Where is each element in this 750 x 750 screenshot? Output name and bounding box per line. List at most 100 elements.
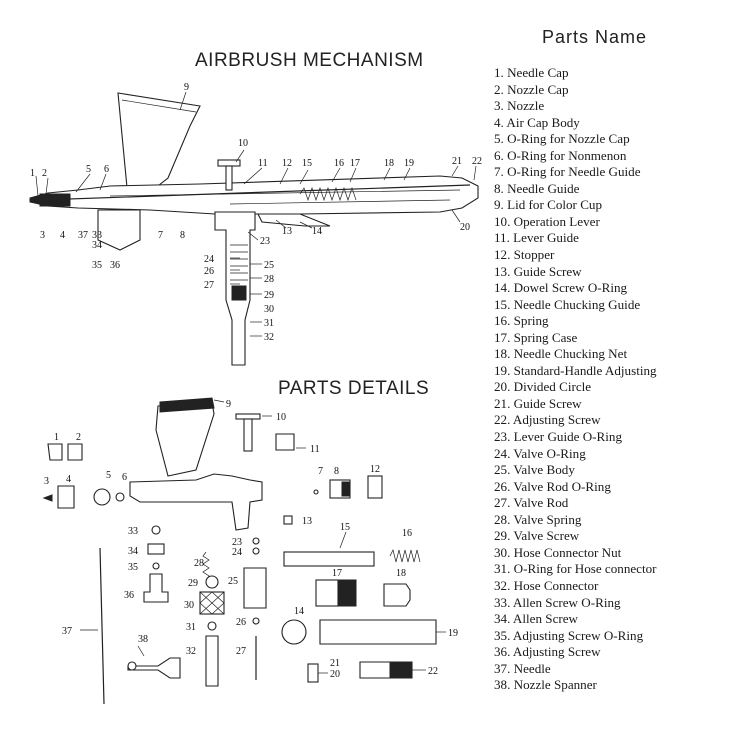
mechanism-title: AIRBRUSH MECHANISM <box>195 50 424 71</box>
detail-hose-connector <box>205 635 219 687</box>
detail-callout-20: 20 <box>330 669 340 680</box>
detail-air-cap-body <box>57 485 75 509</box>
detail-lever-guide <box>275 433 295 451</box>
callout-21: 21 <box>452 156 462 167</box>
mechanism-drawing: 1 2 3 4 5 6 7 8 9 10 11 12 13 14 15 16 1… <box>29 82 482 366</box>
callout-25: 25 <box>264 260 274 271</box>
callout-28: 28 <box>264 274 274 285</box>
detail-lever <box>235 413 261 420</box>
detail-callout-4: 4 <box>66 474 71 485</box>
callout-32: 32 <box>264 332 274 343</box>
part-item: 16. Spring <box>494 313 549 329</box>
part-item: 11. Lever Guide <box>494 230 579 246</box>
part-item: 5. O-Ring for Nozzle Cap <box>494 131 630 147</box>
detail-callout-28: 28 <box>194 558 204 569</box>
part-item: 30. Hose Connector Nut <box>494 544 622 560</box>
callout-10: 10 <box>238 138 248 149</box>
detail-needle-cap <box>47 443 63 461</box>
part-item: 14. Dowel Screw O-Ring <box>494 280 628 296</box>
callout-19: 19 <box>404 158 414 169</box>
callout-37: 37 <box>78 230 88 241</box>
detail-callout-21: 21 <box>330 658 340 669</box>
detail-callout-13: 13 <box>302 516 312 527</box>
detail-chucking-net <box>383 583 411 607</box>
part-item: 17. Spring Case <box>494 329 578 345</box>
detail-callout-38: 38 <box>138 634 148 645</box>
part-item: 27. Valve Rod <box>494 495 569 511</box>
callout-4: 4 <box>60 230 65 241</box>
part-item: 12. Stopper <box>494 247 555 263</box>
detail-callout-37: 37 <box>62 626 72 637</box>
detail-callout-7: 7 <box>318 466 323 477</box>
callout-24: 24 <box>204 254 214 265</box>
detail-nozzle-cap <box>67 443 83 461</box>
details-title: PARTS DETAILS <box>278 378 430 399</box>
part-item: 36. Adjusting Screw <box>494 644 601 660</box>
detail-callout-14: 14 <box>294 606 304 617</box>
callout-17: 17 <box>350 158 360 169</box>
part-item: 3. Nozzle <box>494 98 545 114</box>
detail-callout-1: 1 <box>54 432 59 443</box>
detail-stopper <box>367 475 383 499</box>
callout-13: 13 <box>282 226 292 237</box>
detail-callout-6: 6 <box>122 472 127 483</box>
parts-list: 1. Needle Cap 2. Nozzle Cap 3. Nozzle 4.… <box>494 65 657 694</box>
callout-7: 7 <box>158 230 163 241</box>
part-item: 6. O-Ring for Nonmenon <box>494 147 627 163</box>
part-item: 35. Adjusting Screw O-Ring <box>494 627 644 643</box>
part-item: 29. Valve Screw <box>494 528 580 544</box>
part-item: 23. Lever Guide O-Ring <box>494 429 622 445</box>
detail-adjusting-screw-36 <box>143 573 169 603</box>
callout-27: 27 <box>204 280 214 291</box>
details-drawing: 9 10 11 1 2 3 4 5 6 <box>42 397 458 705</box>
detail-callout-16: 16 <box>402 528 412 539</box>
callout-1: 1 <box>30 168 35 179</box>
detail-body <box>129 473 263 531</box>
callout-12: 12 <box>282 158 292 169</box>
part-item: 2. Nozzle Cap <box>494 81 569 97</box>
detail-callout-8: 8 <box>334 466 339 477</box>
callout-26: 26 <box>204 266 214 277</box>
part-item: 37. Needle <box>494 660 551 676</box>
callout-31: 31 <box>264 318 274 329</box>
detail-callout-17: 17 <box>332 568 342 579</box>
detail-callout-34: 34 <box>128 546 138 557</box>
detail-callout-23: 23 <box>232 537 242 548</box>
detail-callout-15: 15 <box>340 522 350 533</box>
callout-3: 3 <box>40 230 45 241</box>
callout-22: 22 <box>472 156 482 167</box>
detail-spring-case <box>315 579 339 607</box>
parts-name-title: Parts Name <box>542 27 648 47</box>
detail-callout-11: 11 <box>310 444 320 455</box>
detail-callout-31: 31 <box>186 622 196 633</box>
callout-9: 9 <box>184 82 189 93</box>
detail-callout-2: 2 <box>76 432 81 443</box>
detail-color-cup <box>155 401 215 477</box>
detail-needle <box>99 547 105 705</box>
detail-dowel-o-ring <box>281 619 307 645</box>
detail-callout-27: 27 <box>236 646 246 657</box>
detail-callout-26: 26 <box>236 617 246 628</box>
detail-handle <box>319 619 437 645</box>
detail-callout-12: 12 <box>370 464 380 475</box>
part-item: 28. Valve Spring <box>494 511 582 527</box>
detail-valve-body <box>243 567 267 609</box>
part-item: 19. Standard-Handle Adjusting <box>494 362 657 378</box>
detail-callout-3: 3 <box>44 476 49 487</box>
detail-callout-32: 32 <box>186 646 196 657</box>
part-item: 18. Needle Chucking Net <box>494 346 628 362</box>
detail-callout-9: 9 <box>226 399 231 410</box>
part-item: 33. Allen Screw O-Ring <box>494 594 621 610</box>
part-item: 24. Valve O-Ring <box>494 445 586 461</box>
callout-18: 18 <box>384 158 394 169</box>
detail-guide-screw <box>283 515 293 525</box>
callout-35: 35 <box>92 260 102 271</box>
detail-callout-29: 29 <box>188 578 198 589</box>
part-item: 22. Adjusting Screw <box>494 412 601 428</box>
callout-33: 33 <box>92 230 102 241</box>
detail-callout-5: 5 <box>106 470 111 481</box>
detail-callout-18: 18 <box>396 568 406 579</box>
detail-callout-19: 19 <box>448 628 458 639</box>
callout-36: 36 <box>110 260 120 271</box>
part-item: 1. Needle Cap <box>494 65 569 80</box>
